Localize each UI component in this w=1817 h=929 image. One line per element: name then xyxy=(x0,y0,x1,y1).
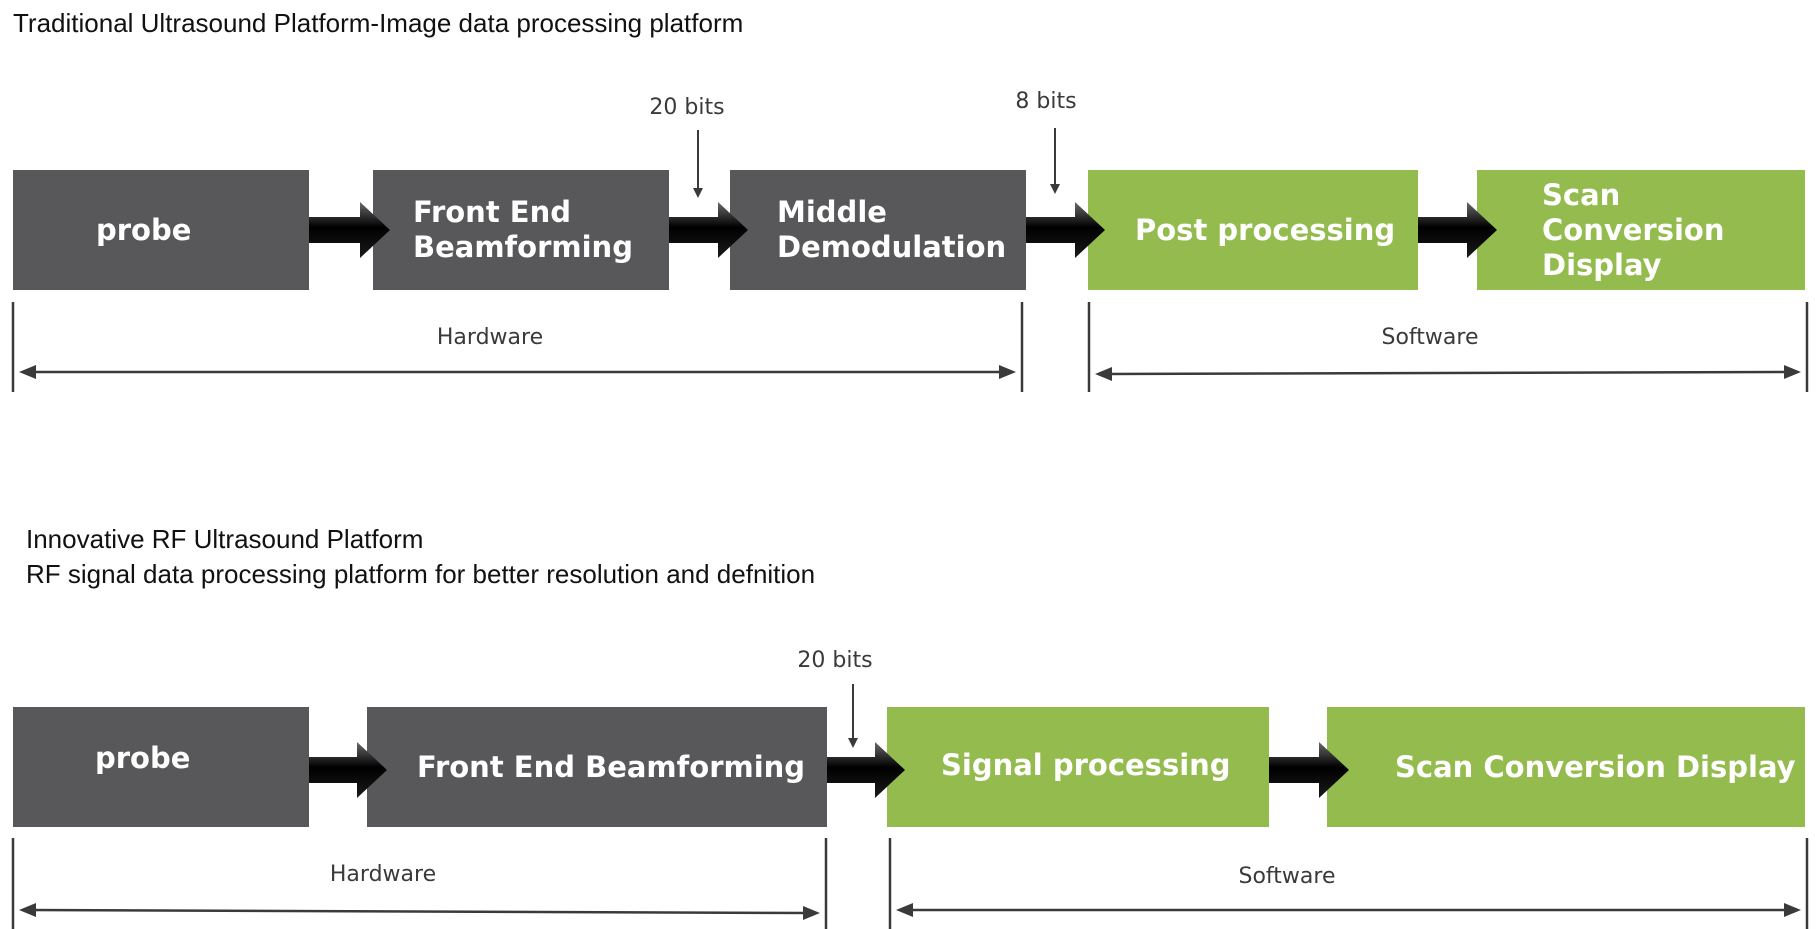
probe-label-2: probe xyxy=(95,740,191,775)
hardware-label: Hardware xyxy=(436,325,544,350)
flow-arrow-3 xyxy=(1026,202,1105,258)
scan-conversion-display-block: Scan Conversion Display xyxy=(1477,170,1805,290)
front-end-beamforming-block: Front End Beamforming xyxy=(373,170,669,290)
scan-conversion-label-2: Scan Conversion Display xyxy=(1395,749,1796,784)
flow-arrow-6 xyxy=(827,742,905,798)
post-processing-label: Post processing xyxy=(1135,212,1396,247)
middle-label-line2: Demodulation xyxy=(777,230,1007,264)
front-end-beamforming-block-2: Front End Beamforming xyxy=(367,707,827,827)
flow-arrow-7 xyxy=(1269,742,1349,798)
hardware-span-arrow-2 xyxy=(11,838,828,929)
post-processing-block: Post processing xyxy=(1088,170,1418,290)
traditional-title: Traditional Ultrasound Platform-Image da… xyxy=(13,8,744,38)
probe-block-2: probe xyxy=(13,707,309,827)
middle-demodulation-block: Middle Demodulation xyxy=(730,170,1026,290)
software-label: Software xyxy=(1381,325,1479,350)
signal-processing-label: Signal processing xyxy=(941,747,1231,782)
flow-arrow-1 xyxy=(309,202,390,258)
flow-arrow-5 xyxy=(309,742,387,798)
software-label-2: Software xyxy=(1238,864,1336,889)
software-span-arrow-2 xyxy=(888,838,1809,929)
hardware-label-2: Hardware xyxy=(329,862,437,887)
probe-label: probe xyxy=(96,212,192,247)
scan-conversion-label-line2: Display xyxy=(1542,247,1662,282)
scan-conversion-label-line1: Scan Conversion xyxy=(1542,177,1725,247)
hardware-span-arrow xyxy=(11,302,1024,392)
signal-processing-block: Signal processing xyxy=(887,707,1269,827)
bits-label-20-b: 20 bits xyxy=(797,648,873,673)
bits-label-20: 20 bits xyxy=(649,95,725,120)
flow-arrow-4 xyxy=(1418,202,1497,258)
flow-arrow-2 xyxy=(669,202,748,258)
front-end-label-line1: Front End xyxy=(413,195,571,229)
innovative-title: Innovative RF Ultrasound Platform xyxy=(26,524,424,554)
front-end-label-2: Front End Beamforming xyxy=(417,749,806,784)
innovative-subtitle: RF signal data processing platform for b… xyxy=(26,559,816,589)
probe-block: probe xyxy=(13,170,309,290)
software-span-arrow xyxy=(1087,302,1809,392)
scan-conversion-display-block-2: Scan Conversion Display xyxy=(1327,707,1805,827)
front-end-label-line2: Beamforming xyxy=(413,230,633,264)
middle-label-line1: Middle xyxy=(777,195,887,229)
bits-label-8: 8 bits xyxy=(1015,89,1077,114)
